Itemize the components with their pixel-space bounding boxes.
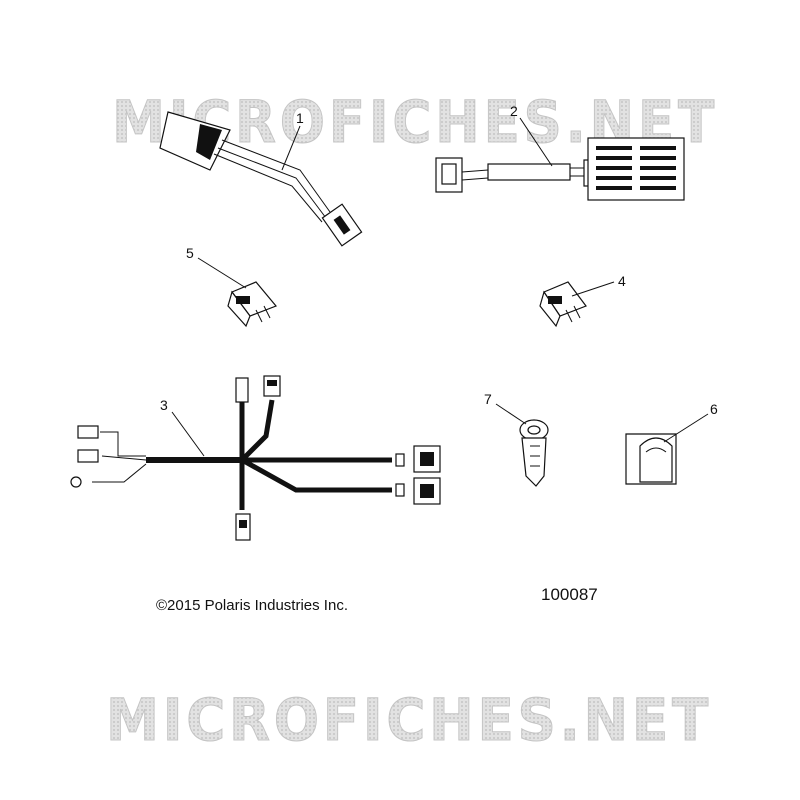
diagram-number: 100087: [541, 585, 598, 604]
part-5-switch[interactable]: [227, 281, 277, 328]
part-3-wiring-harness[interactable]: [70, 375, 441, 541]
callout-1: 1: [296, 110, 304, 126]
part-2-heater-pad[interactable]: [435, 137, 685, 201]
callout-4: 4: [618, 273, 626, 289]
copyright-text: ©2015 Polaris Industries Inc.: [156, 597, 348, 614]
callout-7: 7: [484, 391, 492, 407]
callout-2: 2: [510, 103, 518, 119]
callout-6: 6: [710, 401, 718, 417]
watermark-bottom: MICROFICHES.NET: [106, 686, 712, 754]
part-7-clip[interactable]: [519, 419, 549, 487]
part-6-clamp[interactable]: [625, 433, 677, 485]
part-4-switch[interactable]: [539, 281, 587, 328]
part-1-harness[interactable]: [159, 111, 363, 247]
callout-3: 3: [160, 397, 168, 413]
callout-5: 5: [186, 245, 194, 261]
